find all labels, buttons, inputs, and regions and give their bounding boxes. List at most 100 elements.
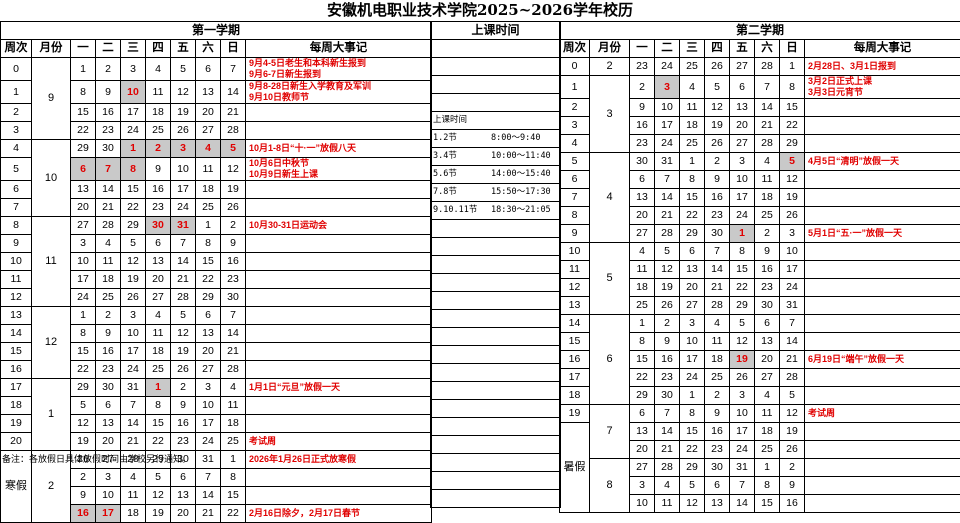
day-cell: 15 <box>196 253 221 271</box>
day-cell: 12 <box>780 171 805 189</box>
day-cell: 25 <box>680 135 705 153</box>
day-cell: 6 <box>96 397 121 415</box>
week-event <box>246 343 432 361</box>
week-event <box>246 181 432 199</box>
day-cell: 22 <box>71 361 96 379</box>
day-cell: 11 <box>221 397 246 415</box>
class-time-blank <box>431 94 561 112</box>
day-cell: 5 <box>71 397 96 415</box>
day-cell: 14 <box>705 261 730 279</box>
week-event <box>805 423 960 441</box>
week-event: 考试周 <box>246 433 432 451</box>
day-cell: 3 <box>71 235 96 253</box>
day-cell: 23 <box>630 58 655 76</box>
day-cell: 24 <box>780 279 805 297</box>
day-cell: 26 <box>655 297 680 315</box>
day-cell: 30 <box>705 459 730 477</box>
day-cell: 7 <box>780 315 805 333</box>
day-cell: 22 <box>71 122 96 140</box>
holiday-day-cell: 1 <box>730 225 755 243</box>
week-event <box>805 99 960 117</box>
week-number: 17 <box>560 369 590 387</box>
day-cell: 18 <box>196 181 221 199</box>
week-event: 2月28日、3月1日报到 <box>805 58 960 76</box>
day-cell: 18 <box>221 415 246 433</box>
holiday-day-cell: 5 <box>221 140 246 158</box>
day-cell: 6 <box>171 469 196 487</box>
day-cell: 12 <box>171 81 196 104</box>
day-cell: 18 <box>146 104 171 122</box>
holiday-day-cell: 3 <box>655 76 680 99</box>
day-cell: 5 <box>121 235 146 253</box>
day-cell: 16 <box>96 343 121 361</box>
week-number: 0 <box>560 58 590 76</box>
day-cell: 9 <box>146 158 171 181</box>
day-cell: 4 <box>121 469 146 487</box>
week-event <box>805 135 960 153</box>
day-cell: 12 <box>121 253 146 271</box>
holiday-day-cell: 17 <box>96 505 121 523</box>
week-number: 9 <box>1 235 32 253</box>
day-cell: 21 <box>655 207 680 225</box>
day-cell: 7 <box>196 469 221 487</box>
day-cell: 10 <box>630 495 655 513</box>
day-cell: 15 <box>71 104 96 122</box>
day-cell: 6 <box>755 315 780 333</box>
day-cell: 5 <box>171 307 196 325</box>
day-cell: 30 <box>655 387 680 405</box>
day-cell: 2 <box>221 217 246 235</box>
day-cell: 19 <box>71 433 96 451</box>
day-cell: 15 <box>680 189 705 207</box>
events-header: 每周大事记 <box>246 40 432 58</box>
day-cell: 13 <box>680 261 705 279</box>
day-cell: 9 <box>171 397 196 415</box>
day-cell: 11 <box>96 253 121 271</box>
day-cell: 25 <box>196 199 221 217</box>
month-label: 1 <box>32 379 71 451</box>
day-cell: 4 <box>221 379 246 397</box>
class-time-blank <box>431 436 561 454</box>
day-cell: 20 <box>730 117 755 135</box>
day-cell: 25 <box>146 122 171 140</box>
period-label: 9.10.11节 <box>433 203 491 218</box>
day-cell: 7 <box>730 477 755 495</box>
day-cell: 17 <box>121 104 146 122</box>
week-event <box>805 297 960 315</box>
day-cell: 25 <box>755 207 780 225</box>
week-number: 18 <box>1 397 32 415</box>
day-cell: 3 <box>121 307 146 325</box>
day-cell: 15 <box>146 415 171 433</box>
holiday-day-cell: 16 <box>71 505 96 523</box>
period-time: 8:00～9:40 <box>491 133 540 143</box>
day-cell: 21 <box>196 505 221 523</box>
week-number: 19 <box>560 405 590 423</box>
week-event <box>805 459 960 477</box>
day-cell: 4 <box>680 76 705 99</box>
day-cell: 27 <box>196 361 221 379</box>
week-number: 10 <box>1 253 32 271</box>
day-cell: 4 <box>755 387 780 405</box>
day-cell: 23 <box>705 441 730 459</box>
day-cell: 14 <box>655 423 680 441</box>
day-cell: 23 <box>96 361 121 379</box>
day-cell: 21 <box>96 199 121 217</box>
day-cell: 3 <box>121 58 146 81</box>
day-cell: 20 <box>96 433 121 451</box>
day-cell: 28 <box>755 135 780 153</box>
day-cell: 12 <box>705 99 730 117</box>
day-cell: 28 <box>96 217 121 235</box>
day-cell: 29 <box>680 459 705 477</box>
day-cell: 29 <box>730 297 755 315</box>
day-cell: 18 <box>96 271 121 289</box>
day-cell: 17 <box>780 261 805 279</box>
day-cell: 8 <box>680 171 705 189</box>
day-cell: 25 <box>96 289 121 307</box>
day-cell: 29 <box>780 135 805 153</box>
day-cell: 13 <box>196 325 221 343</box>
day-cell: 17 <box>196 415 221 433</box>
day-cell: 5 <box>655 243 680 261</box>
